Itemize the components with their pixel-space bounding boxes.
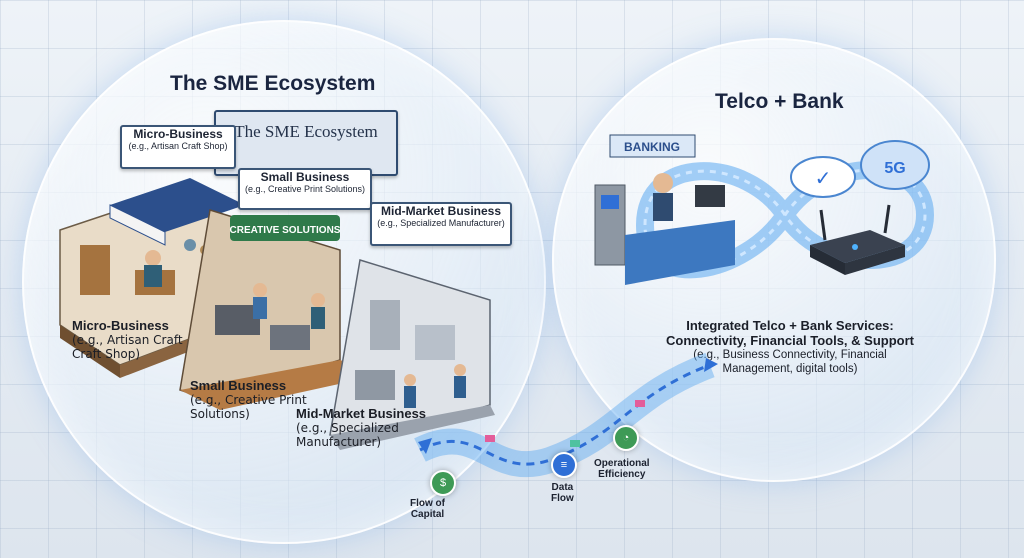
router-icon xyxy=(810,204,905,275)
flow-arrow-left xyxy=(418,438,432,454)
services-heading-2: Connectivity, Financial Tools, & Support xyxy=(666,333,914,348)
telco-bank-title: Telco + Bank xyxy=(715,90,844,113)
sme-ecosystem-sign: The SME Ecosystem xyxy=(214,110,398,176)
services-example-1: (e.g., Business Connectivity, Financial xyxy=(693,349,887,361)
integrated-services-text: Integrated Telco + Bank Services: Connec… xyxy=(640,318,940,376)
small-sign-name: Small Business xyxy=(260,170,350,184)
sme-ecosystem-title: The SME Ecosystem xyxy=(170,72,376,95)
database-icon: ≡ xyxy=(551,452,577,478)
mid-market-label: Mid-Market Business (e.g., Specialized M… xyxy=(296,406,426,449)
small-business-shop: CREATIVE SOLUTIONS xyxy=(179,209,380,410)
small-sign-example: (e.g., Creative Print Solutions) xyxy=(244,184,366,194)
services-example-2: Management, digital tools) xyxy=(722,363,858,375)
capital-label-1: Flow of xyxy=(410,498,445,509)
banking-sign-text: BANKING xyxy=(624,140,680,154)
data-label-2: Flow xyxy=(551,493,574,504)
mid-label-name: Mid-Market Business xyxy=(296,406,427,421)
micro-label-line1: (e.g., Artisan Craft xyxy=(72,333,183,347)
operational-efficiency-label: Operational Efficiency xyxy=(594,458,650,480)
banking-booth: BANKING xyxy=(594,134,735,285)
mid-market-factory xyxy=(329,259,495,450)
capital-label-2: Capital xyxy=(410,509,445,520)
creative-solutions-banner: CREATIVE SOLUTIONS xyxy=(230,225,341,236)
micro-business-label: Micro-Business (e.g., Artisan Craft Craf… xyxy=(72,318,183,361)
sme-shops-illustration: CREATIVE SOLUTIONS xyxy=(59,178,495,450)
capital-coin-icon: $ xyxy=(430,470,456,496)
efficiency-label-2: Efficiency xyxy=(598,469,646,480)
fiveg-text: 5G xyxy=(884,160,905,177)
small-label-name: Small Business xyxy=(190,378,287,393)
data-label-1: Data xyxy=(551,482,574,493)
mid-label-line2: Manufacturer) xyxy=(296,435,382,449)
small-label-line2: Solutions) xyxy=(190,407,250,421)
services-heading-1: Integrated Telco + Bank Services: xyxy=(686,318,894,333)
cloud-checkmark-icon: ✓ xyxy=(790,156,856,198)
small-business-sign: Small Business (e.g., Creative Print Sol… xyxy=(238,168,372,210)
micro-sign-example: (e.g., Artisan Craft Shop) xyxy=(128,141,228,151)
efficiency-label-1: Operational xyxy=(594,458,650,469)
gauge-icon: ◔ xyxy=(613,425,639,451)
sme-ecosystem-sign-text: The SME Ecosystem xyxy=(234,122,378,141)
micro-business-sign: Micro-Business (e.g., Artisan Craft Shop… xyxy=(120,125,236,169)
micro-label-line2: Craft Shop) xyxy=(72,347,141,361)
micro-sign-name: Micro-Business xyxy=(133,127,223,141)
telco-bank-illustration: BANKING ✓ 5G xyxy=(594,134,935,285)
small-label-line1: (e.g., Creative Print xyxy=(190,393,307,407)
flow-arrow-right xyxy=(704,358,718,372)
mid-sign-example: (e.g., Specialized Manufacturer) xyxy=(377,218,505,228)
mid-label-line1: (e.g., Specialized xyxy=(296,421,399,435)
data-flow-stream xyxy=(414,352,718,478)
micro-label-name: Micro-Business xyxy=(72,318,169,333)
flow-of-capital-label: Flow of Capital xyxy=(410,498,445,520)
svg-text:✓: ✓ xyxy=(815,166,832,190)
cloud-5g-icon: 5G xyxy=(860,140,930,190)
mid-market-sign: Mid-Market Business (e.g., Specialized M… xyxy=(370,202,512,246)
data-flow-label: Data Flow xyxy=(551,482,574,504)
small-business-label: Small Business (e.g., Creative Print Sol… xyxy=(190,378,307,421)
mid-sign-name: Mid-Market Business xyxy=(380,204,502,218)
